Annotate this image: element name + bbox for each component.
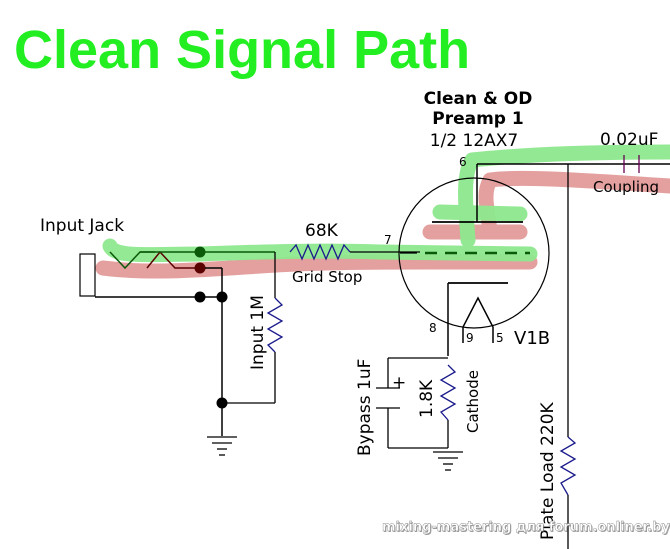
ground-icon <box>207 436 237 456</box>
grid-stop-label: Grid Stop <box>292 268 362 286</box>
coupling-label: Coupling <box>593 178 659 196</box>
tip-node <box>194 246 206 258</box>
bypass-capacitor[interactable] <box>376 387 400 409</box>
watermark-shadow: mixing-mastering для forum.onliner.by <box>383 521 670 536</box>
watermark: mixing-mastering для forum.onliner.by <box>382 520 670 535</box>
tube-v1b[interactable] <box>398 163 670 356</box>
clean-path-highlight <box>102 144 670 263</box>
cathode-resistor-value: 1.8K <box>417 379 437 418</box>
pin-8-label: 8 <box>429 321 437 335</box>
coupling-value: 0.02uF <box>600 130 658 150</box>
bypass-capacitor-label: Bypass 1uF <box>355 359 375 456</box>
tube-type: 1/2 12AX7 <box>430 131 519 151</box>
grid-stop-value: 68K <box>305 221 339 241</box>
sleeve-node <box>194 291 206 303</box>
tube-heading-line1: Clean & OD <box>424 89 533 109</box>
cathode-network <box>387 357 448 449</box>
tube-designator: V1B <box>514 328 550 349</box>
cathode-resistor[interactable] <box>439 364 457 448</box>
grid-stop-resistor[interactable] <box>289 243 420 261</box>
pin-5-label: 5 <box>496 331 504 345</box>
pin-6-label: 6 <box>459 155 467 169</box>
plate-load-label: Plate Load 220K <box>538 401 558 540</box>
input-jack-label: Input Jack <box>40 216 124 236</box>
input-resistor[interactable] <box>222 252 284 404</box>
page-title: Clean Signal Path <box>14 20 470 80</box>
pin-9-label: 9 <box>466 331 474 345</box>
pin-7-label: 7 <box>384 233 392 247</box>
coupling-capacitor[interactable] <box>623 155 640 173</box>
bypass-polarity: + <box>392 373 406 393</box>
ground-icon <box>433 451 463 471</box>
plate-load-resistor[interactable] <box>559 164 577 549</box>
input-resistor-label: Input 1M <box>248 295 268 370</box>
ring-node <box>194 262 206 274</box>
tube-heading-line2: Preamp 1 <box>432 109 523 129</box>
cathode-resistor-label: Cathode <box>464 370 482 433</box>
